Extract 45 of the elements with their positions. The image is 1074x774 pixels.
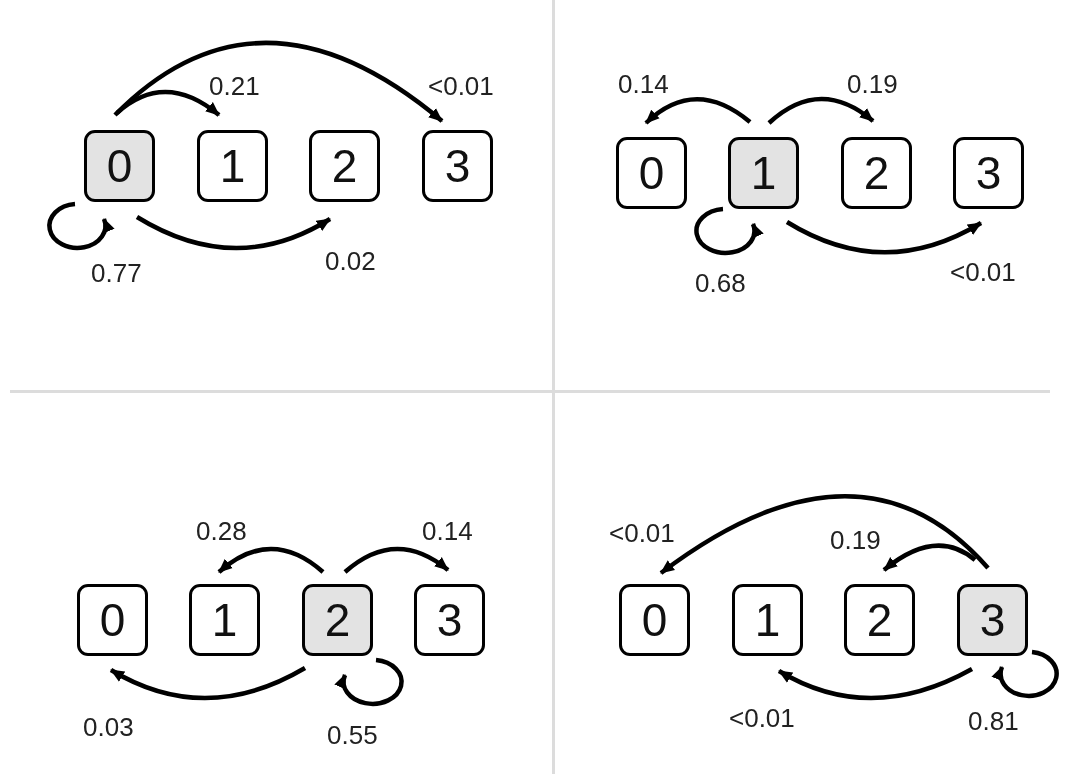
arrow bbox=[659, 494, 990, 575]
arrow bbox=[644, 97, 752, 125]
state-box: 1 bbox=[728, 137, 799, 209]
edge-label: <0.01 bbox=[950, 259, 1016, 285]
state-box: 0 bbox=[77, 584, 148, 656]
edge-label: 0.21 bbox=[209, 73, 260, 99]
edge-label: 0.68 bbox=[695, 270, 746, 296]
state-box: 3 bbox=[414, 584, 485, 656]
state-box: 3 bbox=[957, 584, 1028, 656]
edge-label: <0.01 bbox=[609, 520, 675, 546]
arrow bbox=[694, 206, 763, 256]
state-box: 3 bbox=[953, 137, 1024, 209]
arrow bbox=[335, 657, 404, 707]
state-box: 2 bbox=[844, 584, 915, 656]
arrow bbox=[785, 220, 983, 255]
state-box: 3 bbox=[422, 130, 493, 202]
state-box: 1 bbox=[197, 130, 268, 202]
arrow bbox=[217, 546, 325, 574]
state-box: 0 bbox=[619, 584, 690, 656]
state-box: 2 bbox=[309, 130, 380, 202]
edge-label: 0.03 bbox=[83, 714, 134, 740]
edge-label: <0.01 bbox=[428, 73, 494, 99]
state-box: 1 bbox=[732, 584, 803, 656]
state-box: 0 bbox=[616, 137, 687, 209]
arrow bbox=[343, 546, 450, 574]
arrow bbox=[992, 649, 1059, 699]
edge-label: 0.14 bbox=[618, 71, 669, 97]
arrow bbox=[767, 96, 875, 125]
edge-label: 0.77 bbox=[91, 260, 142, 286]
edge-label: 0.19 bbox=[847, 71, 898, 97]
arrow bbox=[47, 201, 114, 251]
arrow bbox=[113, 40, 444, 123]
edge-label: 0.81 bbox=[968, 708, 1019, 734]
state-box: 1 bbox=[189, 584, 260, 656]
arrow bbox=[882, 543, 977, 572]
state-box: 2 bbox=[841, 137, 912, 209]
state-box: 2 bbox=[302, 584, 373, 656]
arrow bbox=[109, 666, 307, 701]
edge-label: 0.55 bbox=[327, 722, 378, 748]
edge-label: 0.28 bbox=[196, 518, 247, 544]
edge-label: 0.19 bbox=[830, 527, 881, 553]
edge-label: <0.01 bbox=[729, 705, 795, 731]
state-box: 0 bbox=[84, 130, 155, 202]
edge-label: 0.02 bbox=[325, 248, 376, 274]
edge-label: 0.14 bbox=[422, 518, 473, 544]
